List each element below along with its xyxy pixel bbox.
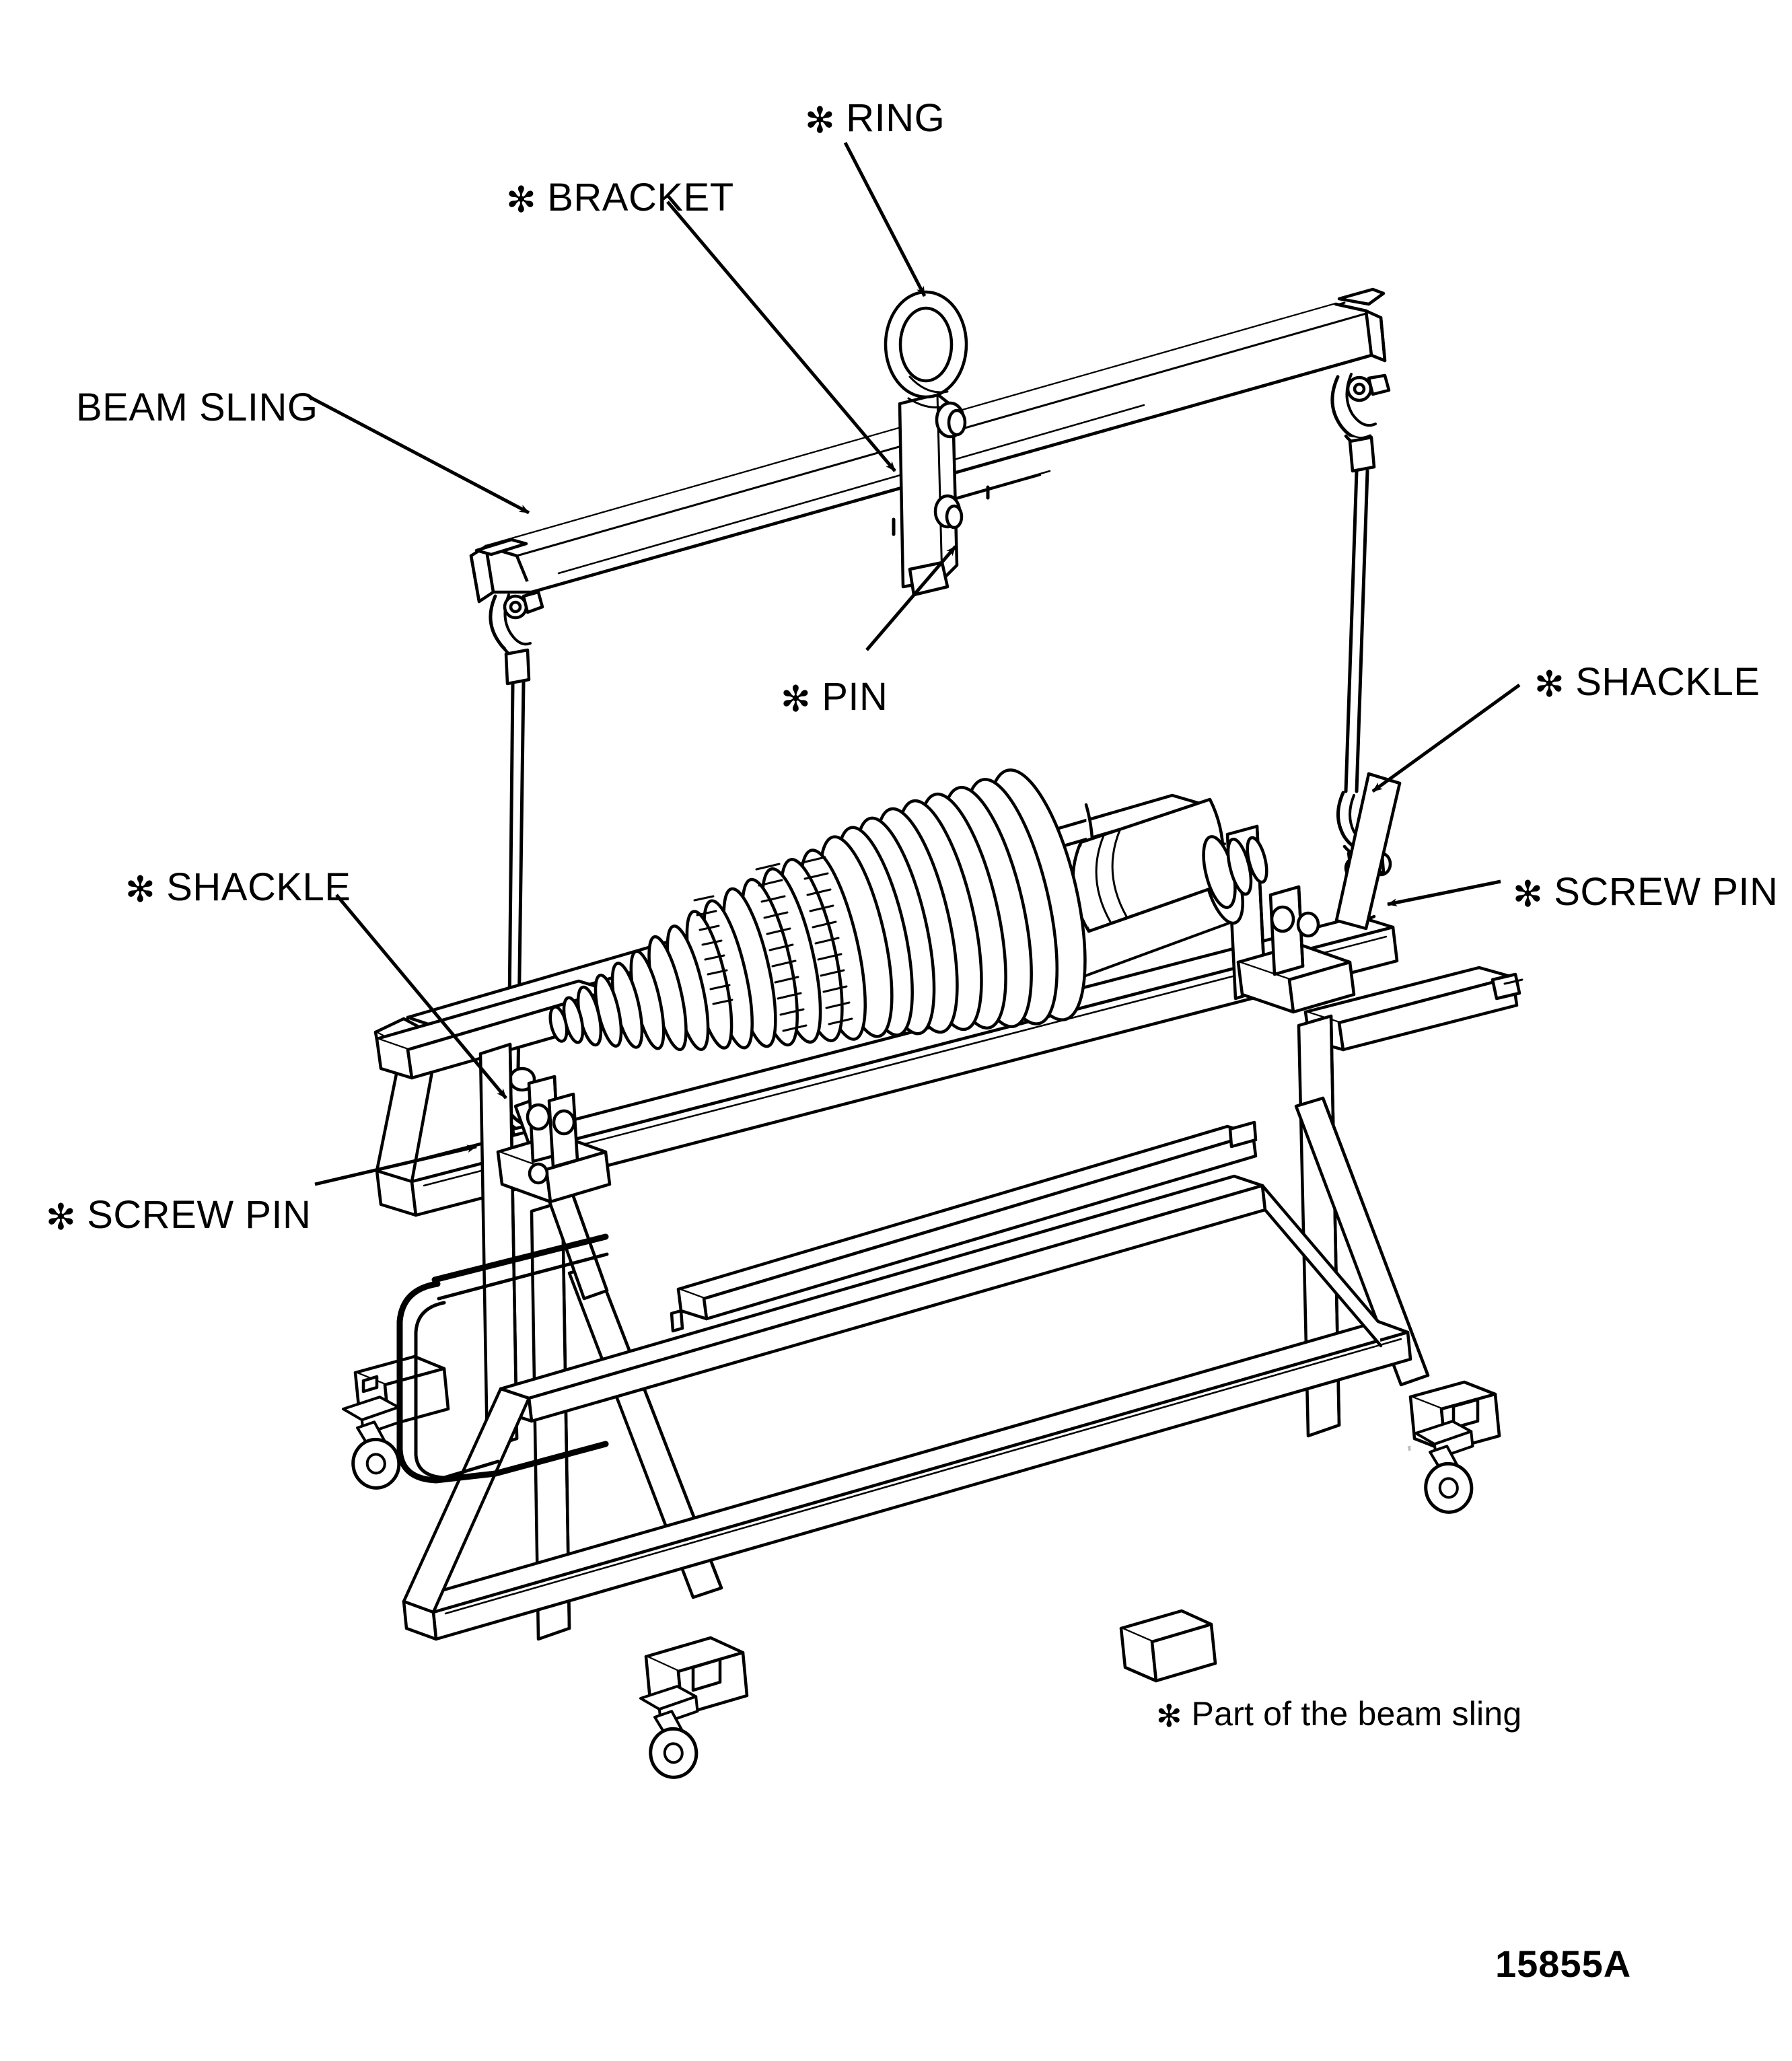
asterisk-icon: ✻ bbox=[46, 1196, 77, 1239]
legend-footnote: ✻Part of the beam sling bbox=[1156, 1694, 1522, 1734]
callout-pin: ✻PIN bbox=[781, 674, 888, 721]
callout-beam-sling-label: BEAM SLING bbox=[76, 386, 318, 429]
callout-screw-pin-right: ✻SCREW PIN bbox=[1513, 869, 1779, 916]
asterisk-icon: ✻ bbox=[781, 678, 812, 721]
callout-shackle-right-label: SHACKLE bbox=[1575, 660, 1760, 704]
callout-screw-pin-left-label: SCREW PIN bbox=[87, 1193, 312, 1237]
callout-ring-label: RING bbox=[846, 96, 945, 140]
callout-screw-pin-left: ✻SCREW PIN bbox=[46, 1192, 312, 1239]
callout-bracket: ✻BRACKET bbox=[506, 175, 734, 221]
asterisk-icon: ✻ bbox=[1534, 663, 1565, 706]
legend-footnote-label: Part of the beam sling bbox=[1191, 1695, 1522, 1733]
callout-beam-sling: BEAM SLING bbox=[76, 385, 318, 430]
transmission-assembly bbox=[548, 768, 1268, 1052]
callout-bracket-label: BRACKET bbox=[547, 176, 734, 219]
asterisk-icon: ✻ bbox=[506, 178, 537, 221]
asterisk-icon: ✻ bbox=[125, 868, 156, 911]
callout-shackle-left-label: SHACKLE bbox=[166, 865, 351, 909]
leader-lines bbox=[308, 141, 1521, 1186]
callout-shackle-left: ✻SHACKLE bbox=[125, 865, 351, 910]
callout-ring: ✻RING bbox=[805, 96, 945, 141]
callout-shackle-right: ✻SHACKLE bbox=[1534, 659, 1760, 706]
asterisk-icon: ✻ bbox=[1513, 873, 1544, 916]
callout-screw-pin-right-label: SCREW PIN bbox=[1554, 870, 1779, 914]
callout-pin-label: PIN bbox=[822, 675, 888, 719]
ring-bracket-pin-group bbox=[884, 290, 990, 597]
asterisk-icon: ✻ bbox=[1156, 1697, 1182, 1734]
figure-code: 15855A bbox=[1495, 1942, 1631, 1986]
asterisk-icon: ✻ bbox=[805, 99, 836, 142]
figure-code-label: 15855A bbox=[1495, 1943, 1632, 1985]
